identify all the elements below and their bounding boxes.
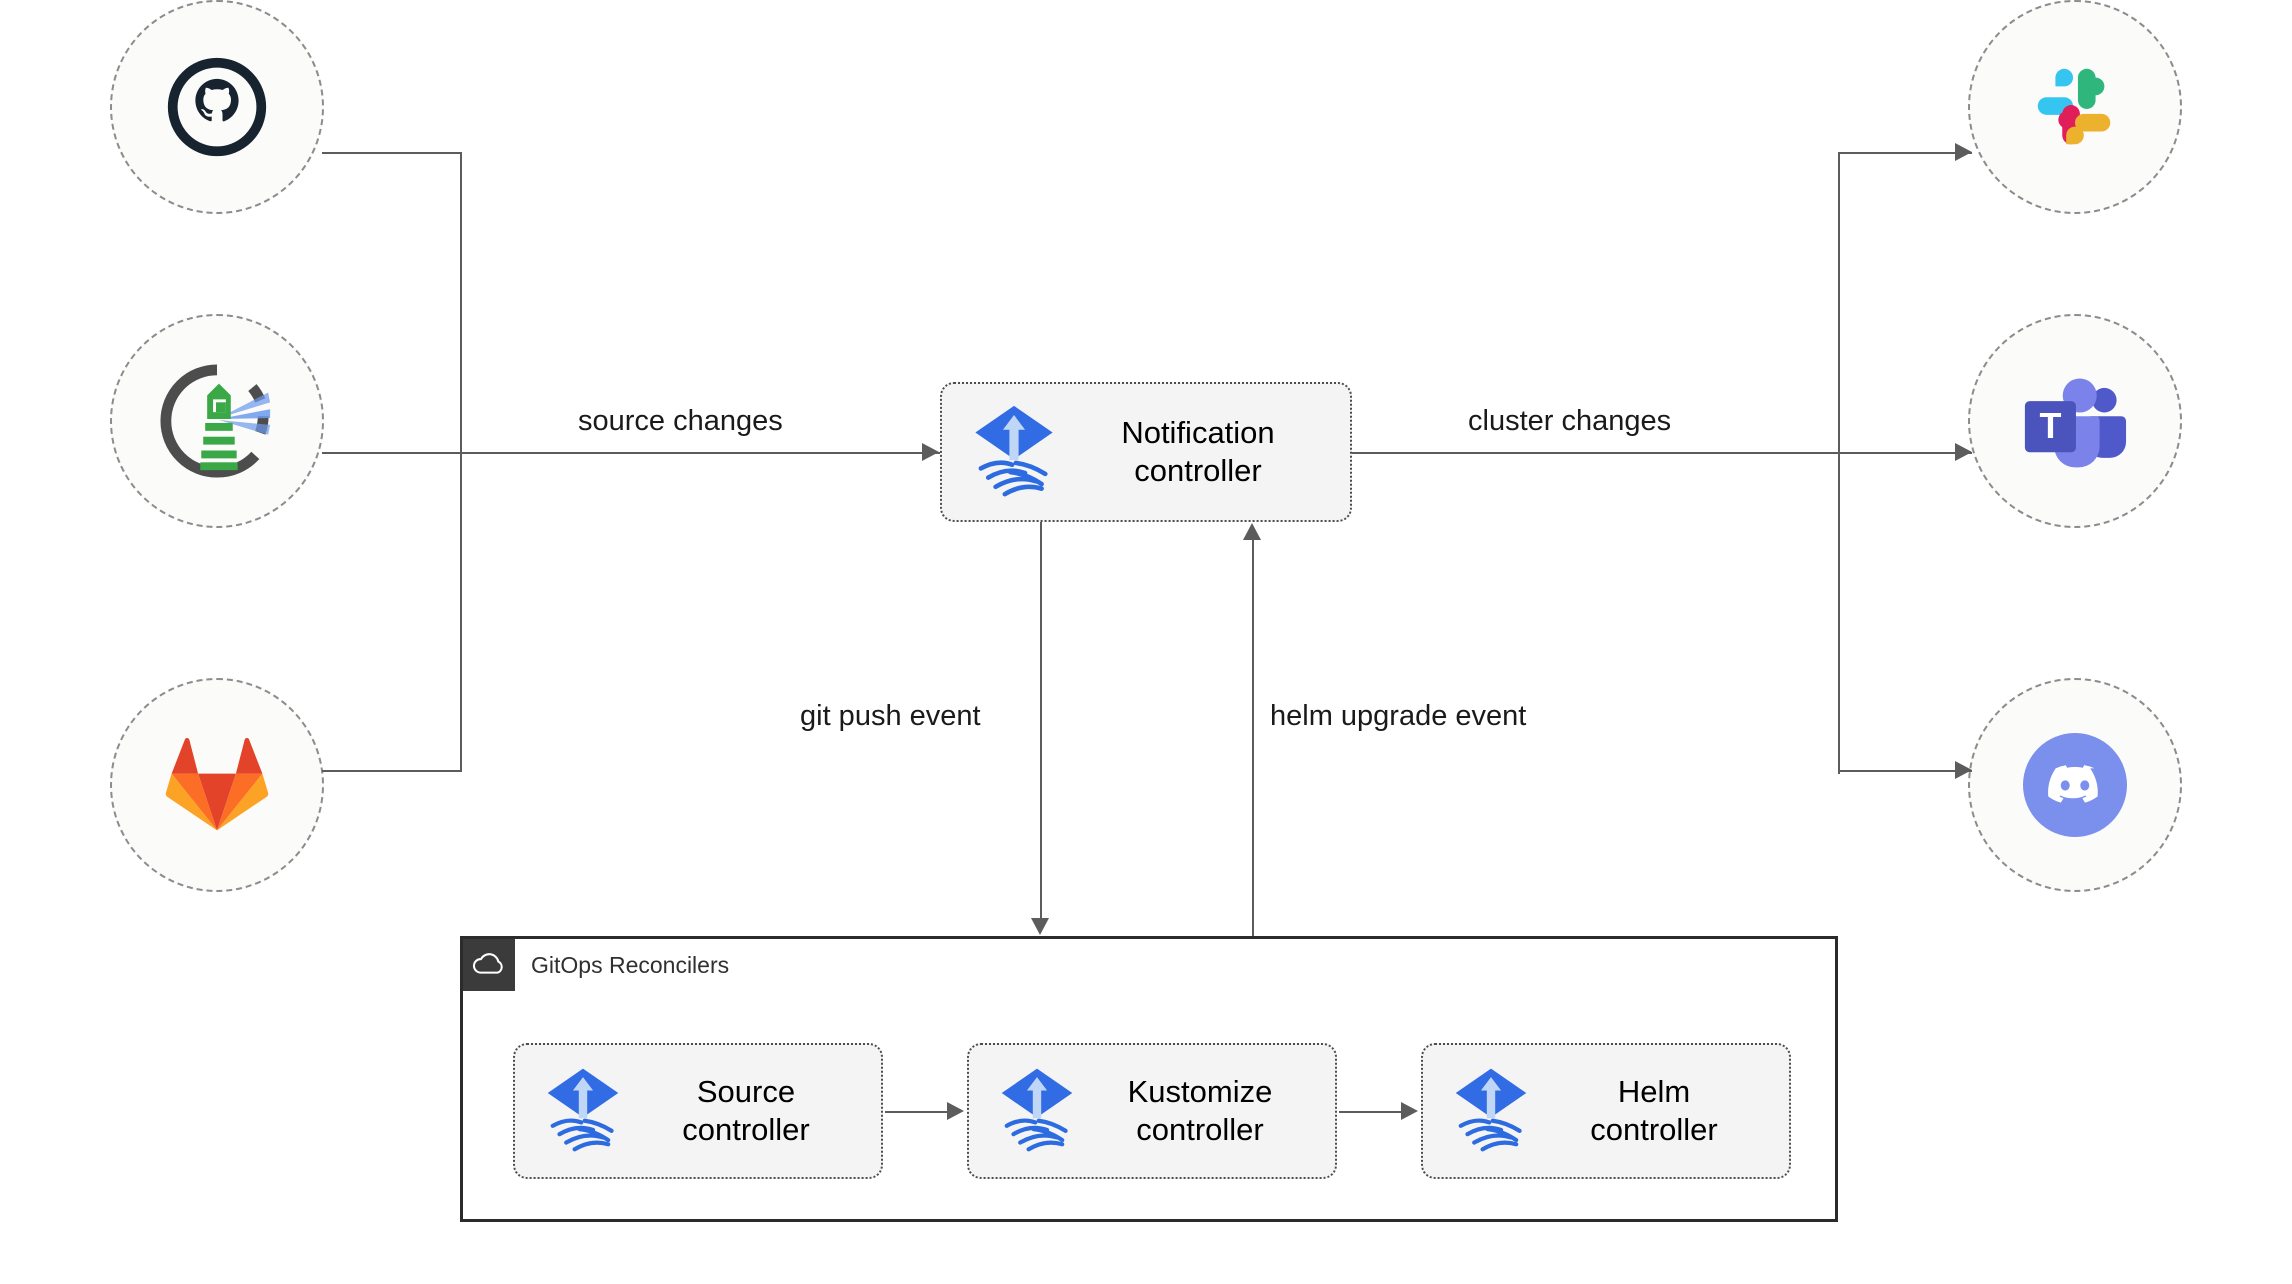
edge-helm-upgrade-line [1252,540,1254,936]
flux-icon [968,402,1060,503]
edge-to-discord [1838,770,1972,772]
flux-icon [541,1065,625,1158]
slack-icon [2026,58,2124,156]
edge-to-slack [1838,152,1972,154]
edge-kustomize-to-helm [1339,1111,1401,1113]
container-header: GitOps Reconcilers [463,939,729,991]
edge-git-push-line [1040,522,1042,918]
edge-github-stub [322,152,462,154]
svg-text:T: T [2039,405,2061,446]
source-controller-node[interactable]: Source controller [513,1043,883,1179]
edge-label-source-changes: source changes [578,405,783,437]
microsoft-teams-icon: T [2023,373,2127,469]
notification-controller-node[interactable]: Notification controller [940,382,1352,522]
edge-label-helm-upgrade-event: helm upgrade event [1270,700,1527,732]
arrowhead-notification-in [922,443,939,461]
gitops-reconcilers-container: GitOps Reconcilers Source controller [460,936,1838,1222]
arrowhead-helm [1401,1102,1418,1120]
arrowhead-slack [1955,143,1972,161]
edge-gitlab-stub [322,770,462,772]
kustomize-controller-node[interactable]: Kustomize controller [967,1043,1337,1179]
gitlab-icon [165,735,269,835]
edge-source-to-kustomize [885,1111,947,1113]
arrowhead-git-push [1031,918,1049,935]
github-icon [163,53,271,161]
source-node-flagger[interactable] [110,314,324,528]
discord-icon [2023,733,2127,837]
edge-label-cluster-changes: cluster changes [1468,405,1672,437]
edge-source-changes-line [322,452,940,454]
flagger-lighthouse-icon [158,362,276,480]
notification-controller-label: Notification controller [1121,414,1275,488]
arrowhead-helm-upgrade [1243,523,1261,540]
target-node-slack[interactable] [1968,0,2182,214]
source-controller-label: Source controller [682,1073,810,1147]
source-node-github[interactable] [110,0,324,214]
source-node-gitlab[interactable] [110,678,324,892]
edge-label-git-push-event: git push event [800,700,981,732]
arrowhead-discord [1955,761,1972,779]
flux-icon [995,1065,1079,1158]
target-node-discord[interactable] [1968,678,2182,892]
arrowhead-kustomize [947,1102,964,1120]
edge-right-bus [1838,152,1840,774]
cloud-icon [463,939,515,991]
helm-controller-node[interactable]: Helm controller [1421,1043,1791,1179]
container-title: GitOps Reconcilers [531,951,730,978]
edge-left-bus [460,152,462,770]
arrowhead-teams [1955,443,1972,461]
edge-cluster-changes-line [1352,452,1972,454]
kustomize-controller-label: Kustomize controller [1127,1073,1273,1147]
target-node-teams[interactable]: T [1968,314,2182,528]
flux-icon [1449,1065,1533,1158]
helm-controller-label: Helm controller [1590,1073,1718,1147]
